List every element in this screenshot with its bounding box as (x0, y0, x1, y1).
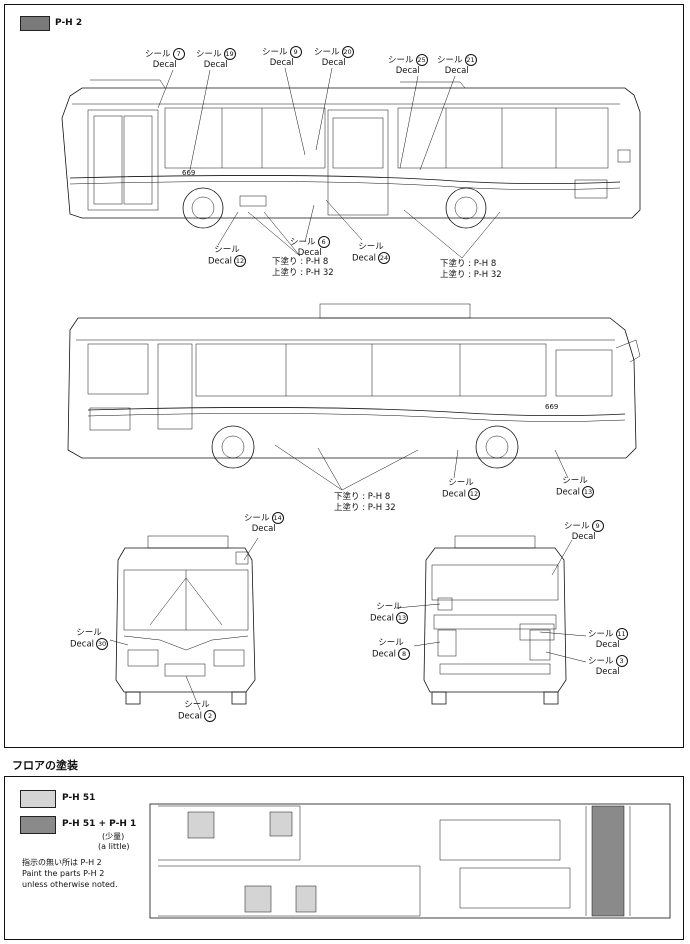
front-view-drawing (109, 535, 259, 711)
side-view-1-drawing (61, 67, 641, 259)
floor-frame (4, 776, 684, 940)
floor-legend-swatch-light (20, 790, 56, 808)
floor-note-jp: 指示の無い所は P-H 2 (22, 858, 102, 867)
floor-plan-drawing (149, 803, 671, 919)
floor-legend-swatch-dark (20, 816, 56, 834)
upper-frame (4, 4, 684, 748)
bus-number-2: 669 (545, 403, 559, 411)
floor-section-title: フロアの塗装 (12, 759, 78, 772)
header-paint-code: P-H 2 (55, 18, 83, 28)
rear-view-drawing (395, 535, 587, 705)
floor-legend-note-jp: (少量) (102, 832, 125, 841)
floor-note-en-1: Paint the parts P-H 2 (22, 869, 105, 878)
floor-legend-code-dark: P-H 51 + P-H 1 (62, 819, 137, 829)
floor-legend-note-en: (a little) (98, 842, 130, 851)
side-view-2-drawing (67, 303, 641, 491)
bus-number-1: 669 (182, 169, 196, 177)
header-color-swatch (20, 16, 50, 31)
floor-note-en-2: unless otherwise noted. (22, 880, 118, 889)
floor-legend-code-light: P-H 51 (62, 793, 96, 803)
